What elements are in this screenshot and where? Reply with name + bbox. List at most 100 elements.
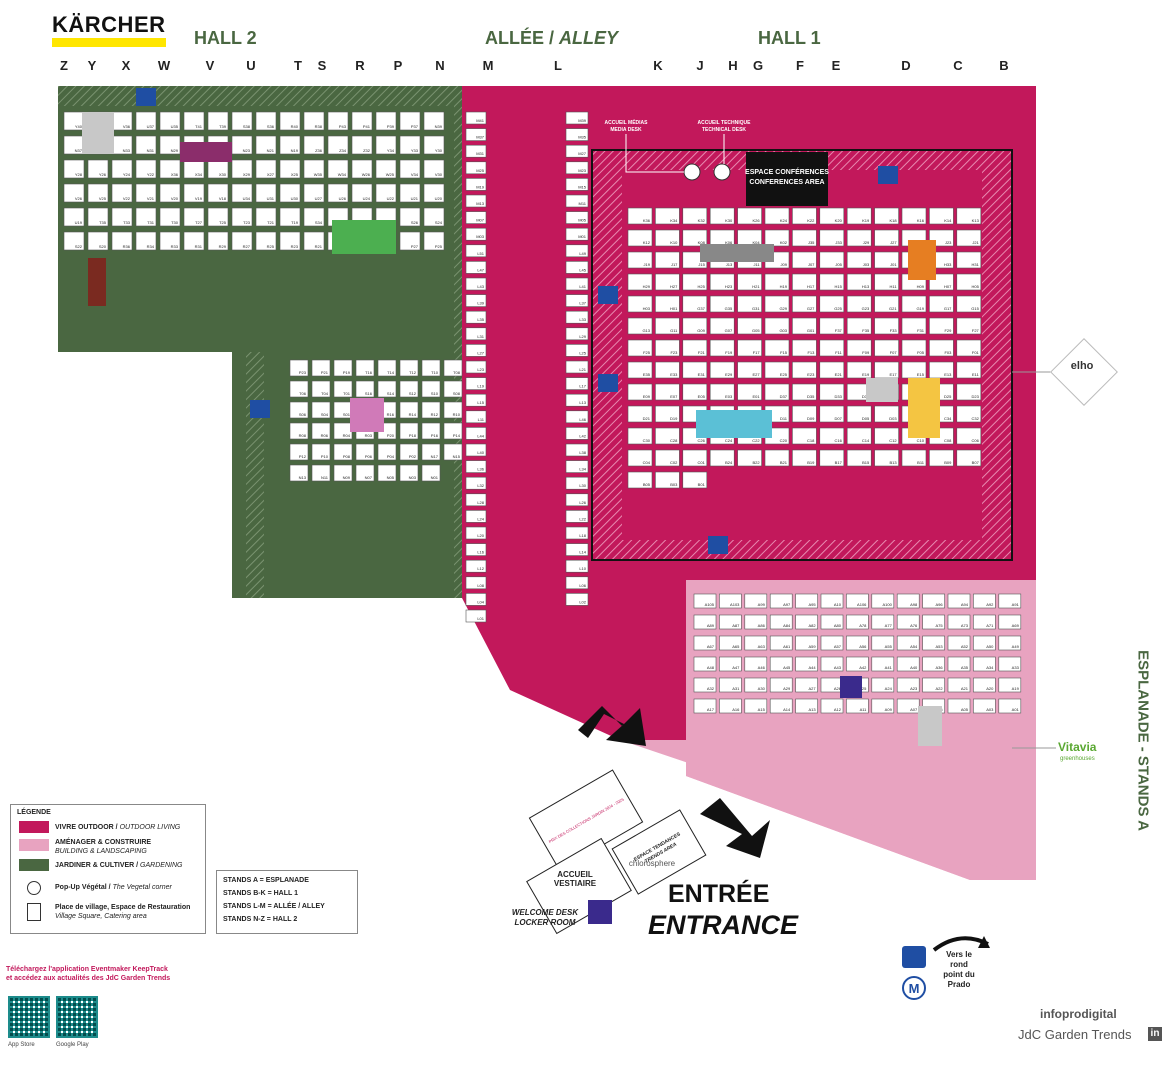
- stand-a103[interactable]: [719, 593, 742, 609]
- linkedin-icon[interactable]: in: [1148, 1027, 1162, 1041]
- stand-x29[interactable]: [231, 159, 253, 179]
- stand-a73[interactable]: [947, 614, 971, 630]
- googleplay-qr-code[interactable]: [56, 996, 98, 1038]
- stand-a35[interactable]: [947, 656, 971, 672]
- stand-r25[interactable]: [255, 231, 277, 251]
- stand-p41[interactable]: [351, 111, 373, 131]
- stand-p14[interactable]: [443, 422, 463, 440]
- stand-g29[interactable]: [764, 295, 790, 313]
- stand-w34[interactable]: [327, 159, 349, 179]
- stand-d37[interactable]: [764, 383, 790, 401]
- stand-f13[interactable]: [792, 339, 817, 357]
- stand-a09[interactable]: [871, 698, 895, 714]
- stand-g15[interactable]: [956, 295, 982, 313]
- stand-r06[interactable]: [311, 422, 331, 440]
- stand-l01[interactable]: [465, 609, 487, 623]
- stand-a42[interactable]: [846, 656, 869, 672]
- stand-s14[interactable]: [377, 380, 397, 398]
- stand-m15[interactable]: [565, 178, 589, 191]
- stand-a99[interactable]: [744, 593, 768, 609]
- stand-l20[interactable]: [465, 526, 487, 540]
- stand-a75[interactable]: [922, 614, 945, 630]
- stand-t23[interactable]: [231, 207, 253, 227]
- stand-v19[interactable]: [183, 183, 205, 203]
- stand-g03[interactable]: [764, 317, 790, 335]
- stand-n15[interactable]: [443, 443, 463, 461]
- stand-s26[interactable]: [399, 207, 421, 227]
- stand-v30[interactable]: [423, 159, 445, 179]
- stand-a92[interactable]: [973, 593, 996, 609]
- stand-a32[interactable]: [693, 677, 717, 693]
- stand-j35[interactable]: [792, 229, 817, 247]
- stand-l06[interactable]: [565, 576, 589, 590]
- stand-p16[interactable]: [421, 422, 441, 440]
- stand-s04[interactable]: [311, 401, 331, 419]
- stand-f05[interactable]: [901, 339, 927, 357]
- stand-e23[interactable]: [792, 361, 817, 379]
- stand-e13[interactable]: [929, 361, 954, 379]
- stand-n31[interactable]: [135, 135, 157, 155]
- stand-p04[interactable]: [377, 443, 397, 461]
- stand-a63[interactable]: [744, 635, 768, 651]
- stand-b03[interactable]: [655, 471, 680, 489]
- stand-m31[interactable]: [465, 144, 487, 158]
- stand-g09[interactable]: [682, 317, 708, 335]
- stand-f27[interactable]: [956, 317, 982, 335]
- stand-a97[interactable]: [769, 593, 793, 609]
- stand-t01[interactable]: [333, 380, 353, 398]
- stand-u20[interactable]: [423, 183, 445, 203]
- stand-d35[interactable]: [792, 383, 817, 401]
- stand-k08[interactable]: [682, 229, 708, 247]
- stand-h05[interactable]: [956, 273, 982, 291]
- stand-k02[interactable]: [764, 229, 790, 247]
- stand-y28[interactable]: [63, 159, 85, 179]
- stand-e29[interactable]: [709, 361, 735, 379]
- stand-a33[interactable]: [998, 656, 1022, 672]
- stand-l43[interactable]: [465, 277, 487, 291]
- stand-y26[interactable]: [87, 159, 109, 179]
- stand-f07[interactable]: [874, 339, 899, 357]
- stand-t04[interactable]: [311, 380, 331, 398]
- stand-b05[interactable]: [627, 471, 653, 489]
- stand-a105[interactable]: [693, 593, 717, 609]
- stand-s38[interactable]: [231, 111, 253, 131]
- stand-r38[interactable]: [303, 111, 325, 131]
- stand-m01[interactable]: [565, 227, 589, 241]
- stand-u31[interactable]: [255, 183, 277, 203]
- stand-r29[interactable]: [207, 231, 229, 251]
- stand-m41[interactable]: [465, 111, 487, 125]
- stand-f21[interactable]: [682, 339, 708, 357]
- stand-m39[interactable]: [565, 111, 589, 125]
- googleplay-badge[interactable]: Google Play: [56, 1042, 89, 1048]
- stand-d07[interactable]: [819, 405, 845, 423]
- stand-f35[interactable]: [846, 317, 872, 335]
- stand-u24[interactable]: [351, 183, 373, 203]
- stand-h21[interactable]: [737, 273, 762, 291]
- stand-v22[interactable]: [111, 183, 133, 203]
- stand-a11[interactable]: [846, 698, 869, 714]
- stand-p21[interactable]: [311, 359, 331, 377]
- stand-a05[interactable]: [947, 698, 971, 714]
- stand-n39[interactable]: [423, 111, 445, 131]
- stand-j33[interactable]: [819, 229, 845, 247]
- stand-l51[interactable]: [465, 244, 487, 258]
- stand-a56[interactable]: [846, 635, 869, 651]
- stand-s10[interactable]: [421, 380, 441, 398]
- stand-z32[interactable]: [351, 135, 373, 155]
- stand-f01[interactable]: [956, 339, 982, 357]
- stand-g31[interactable]: [737, 295, 762, 313]
- stand-t27[interactable]: [183, 207, 205, 227]
- stand-u34[interactable]: [231, 183, 253, 203]
- stand-h25[interactable]: [682, 273, 708, 291]
- stand-r08[interactable]: [289, 422, 309, 440]
- stand-a27[interactable]: [795, 677, 818, 693]
- stand-a36[interactable]: [922, 656, 945, 672]
- stand-m27[interactable]: [565, 144, 589, 158]
- stand-a100[interactable]: [871, 593, 895, 609]
- stand-l17[interactable]: [565, 377, 589, 390]
- stand-a84[interactable]: [769, 614, 793, 630]
- stand-g23[interactable]: [846, 295, 872, 313]
- stand-m25[interactable]: [465, 161, 487, 175]
- stand-g27[interactable]: [792, 295, 817, 313]
- stand-a53[interactable]: [922, 635, 945, 651]
